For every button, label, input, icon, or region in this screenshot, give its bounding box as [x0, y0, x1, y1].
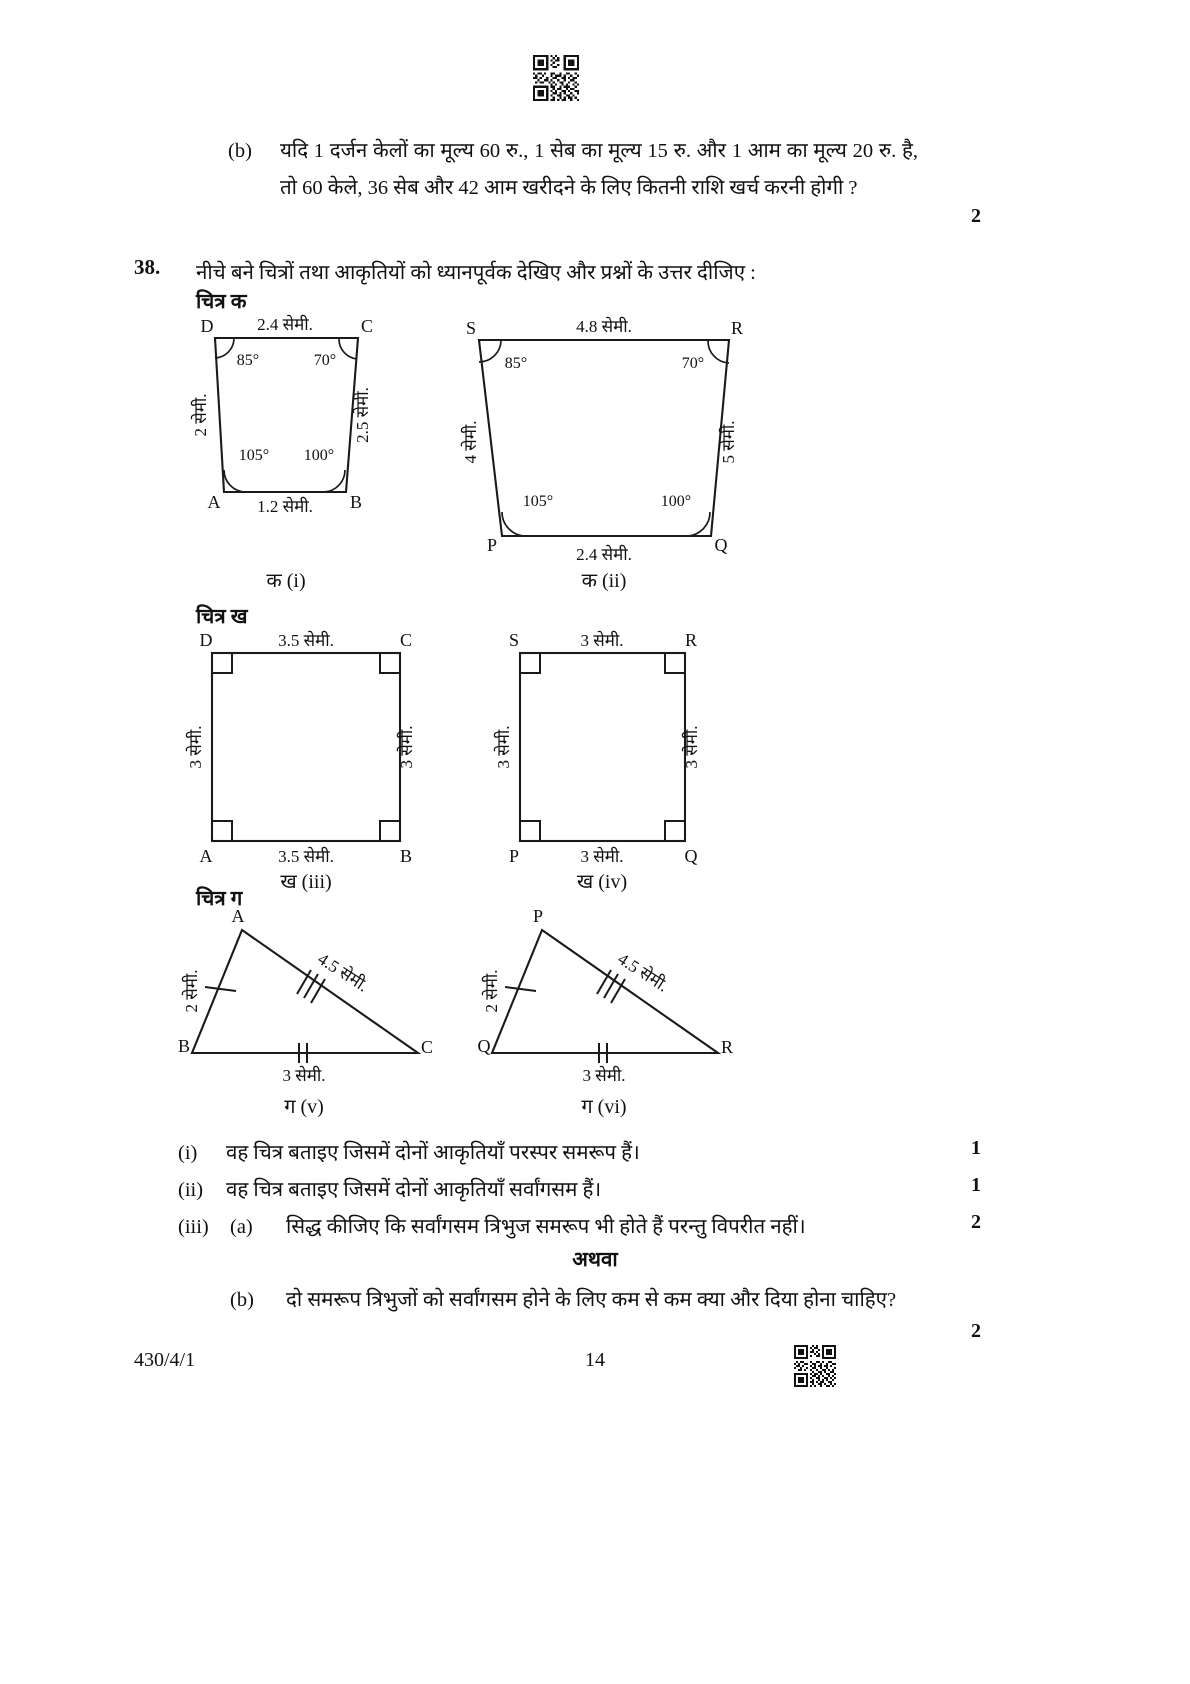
alt-part-text: दो समरूप त्रिभुजों को सर्वांगसम होने के …: [286, 1289, 897, 1311]
dimension-right: 3 सेमी.: [681, 725, 701, 768]
angle-top-right: 70°: [314, 352, 336, 369]
point-label-A: A: [200, 846, 213, 866]
point-label-P: P: [533, 906, 543, 926]
dimension-left: 2 सेमी.: [190, 393, 210, 436]
point-label-P: P: [487, 535, 497, 555]
question-b-tag: (b): [228, 140, 252, 162]
part-roman-i: (i): [178, 1142, 198, 1164]
figure-caption-k-i: क (i): [266, 570, 305, 592]
dimension-right: 3 सेमी.: [396, 725, 416, 768]
point-label-S: S: [509, 630, 519, 650]
figure-caption-kh-iv: ख (iv): [577, 871, 627, 893]
alt-part-marks: 2: [971, 1320, 981, 1342]
dimension-right: 2.5 सेमी.: [352, 387, 372, 443]
figure-group-heading-g: चित्र ग: [196, 888, 243, 910]
point-label-Q: Q: [478, 1036, 491, 1056]
figure-caption-kh-iii: ख (iii): [280, 871, 331, 893]
question-38-part-ii: (ii) वह चित्र बताइए जिसमें दोनों आकृतिया…: [178, 1172, 918, 1208]
point-label-B: B: [178, 1036, 190, 1056]
question-38-stem: नीचे बने चित्रों तथा आकृतियों को ध्यानपू…: [196, 262, 756, 284]
point-label-A: A: [232, 906, 245, 926]
point-label-D: D: [201, 316, 214, 336]
part-text-ii: वह चित्र बताइए जिसमें दोनों आकृतियाँ सर्…: [226, 1179, 602, 1201]
part-roman-iii: (iii): [178, 1216, 209, 1238]
dimension-top: 3.5 सेमी.: [278, 630, 334, 650]
point-label-C: C: [361, 316, 373, 336]
dimension-left: 3 सेमी.: [185, 725, 205, 768]
angle-bottom-right: 100°: [661, 493, 691, 510]
figure-row-triangles: A B C 2 सेमी. 4.5 सेमी. 3 सेमी. ग (v) P …: [178, 905, 780, 1135]
dimension-bottom: 2.4 सेमी.: [576, 544, 632, 564]
question-38-part-i: (i) वह चित्र बताइए जिसमें दोनों आकृतियाँ…: [178, 1135, 918, 1171]
figure-g-v: A B C 2 सेमी. 4.5 सेमी. 3 सेमी. ग (v): [178, 906, 433, 1118]
point-label-R: R: [721, 1037, 733, 1057]
dimension-bottom: 1.2 सेमी.: [257, 496, 313, 516]
figure-group-heading-k: चित्र क: [196, 291, 247, 313]
dimension-bottom: 3 सेमी.: [580, 846, 623, 866]
paper-code: 430/4/1: [134, 1349, 196, 1371]
point-label-B: B: [350, 492, 362, 512]
qr-code-top: [533, 55, 579, 101]
figure-k-i: D C A B 2.4 सेमी. 1.2 सेमी. 2 सेमी. 2.5 …: [190, 314, 373, 592]
angle-bottom-left: 105°: [239, 447, 269, 464]
dimension-right: 5 सेमी.: [718, 420, 738, 463]
alt-part-sub-b: (b): [230, 1289, 254, 1311]
angle-top-right: 70°: [682, 355, 704, 372]
part-marks-i: 1: [971, 1137, 981, 1159]
dimension-base: 3 सेमी.: [582, 1065, 625, 1085]
point-label-C: C: [400, 630, 412, 650]
question-38-alt-part-b: (b) दो समरूप त्रिभुजों को सर्वांगसम होने…: [178, 1282, 918, 1318]
dimension-left: 2 सेमी.: [181, 969, 201, 1012]
point-label-B: B: [400, 846, 412, 866]
part-text-i: वह चित्र बताइए जिसमें दोनों आकृतियाँ परस…: [226, 1142, 640, 1164]
angle-bottom-right: 100°: [304, 447, 334, 464]
point-label-Q: Q: [715, 535, 728, 555]
dimension-base: 3 सेमी.: [282, 1065, 325, 1085]
dimension-top: 3 सेमी.: [580, 630, 623, 650]
point-label-S: S: [466, 318, 476, 338]
angle-top-left: 85°: [237, 352, 259, 369]
dimension-left: 3 सेमी.: [493, 725, 513, 768]
figure-group-heading-kh: चित्र ख: [196, 606, 248, 628]
point-label-A: A: [208, 492, 221, 512]
part-roman-ii: (ii): [178, 1179, 204, 1201]
figure-g-vi: P Q R 2 सेमी. 4.5 सेमी. 3 सेमी. ग (vi): [478, 906, 734, 1118]
point-label-C: C: [421, 1037, 433, 1057]
figure-row-squares: D C A B 3.5 सेमी. 3.5 सेमी. 3 सेमी. 3 से…: [180, 624, 780, 893]
figure-caption-g-v: ग (v): [284, 1096, 324, 1118]
question-38-number: 38.: [134, 255, 161, 279]
figure-kh-iv: S R P Q 3 सेमी. 3 सेमी. 3 सेमी. 3 सेमी. …: [493, 630, 701, 893]
dimension-left: 4 सेमी.: [460, 420, 480, 463]
figure-row-trapeziums: D C A B 2.4 सेमी. 1.2 सेमी. 2 सेमी. 2.5 …: [180, 312, 780, 597]
point-label-P: P: [509, 846, 519, 866]
figure-caption-k-ii: क (ii): [582, 570, 627, 592]
question-b-text: यदि 1 दर्जन केलों का मूल्य 60 रु., 1 सेब…: [280, 140, 918, 199]
question-b-marks: 2: [971, 205, 981, 227]
dimension-top: 2.4 सेमी.: [257, 314, 313, 334]
part-marks-ii: 1: [971, 1174, 981, 1196]
dimension-hypotenuse: 4.5 सेमी.: [614, 948, 672, 995]
dimension-hypotenuse: 4.5 सेमी.: [314, 948, 372, 995]
point-label-R: R: [731, 318, 743, 338]
qr-code-bottom: [794, 1345, 836, 1387]
figure-kh-iii: D C A B 3.5 सेमी. 3.5 सेमी. 3 सेमी. 3 से…: [185, 630, 416, 893]
part-text-iii: सिद्ध कीजिए कि सर्वांगसम त्रिभुज समरूप भ…: [286, 1216, 806, 1238]
question-38-part-iii: (iii) (a) सिद्ध कीजिए कि सर्वांगसम त्रिभ…: [178, 1209, 938, 1245]
part-sub-a: (a): [230, 1216, 253, 1238]
angle-bottom-left: 105°: [523, 493, 553, 510]
point-label-Q: Q: [685, 846, 698, 866]
figure-k-ii: S R P Q 4.8 सेमी. 2.4 सेमी. 4 सेमी. 5 से…: [460, 316, 743, 592]
point-label-D: D: [200, 630, 213, 650]
page-number: 14: [585, 1349, 605, 1371]
part-marks-iii: 2: [971, 1211, 981, 1233]
dimension-top: 4.8 सेमी.: [576, 316, 632, 336]
dimension-left: 2 सेमी.: [481, 969, 501, 1012]
dimension-bottom: 3.5 सेमी.: [278, 846, 334, 866]
figure-caption-g-vi: ग (vi): [581, 1096, 626, 1118]
point-label-R: R: [685, 630, 697, 650]
angle-top-left: 85°: [505, 355, 527, 372]
question-b-block: (b) यदि 1 दर्जन केलों का मूल्य 60 रु., 1…: [228, 133, 918, 207]
or-label: अथवा: [572, 1249, 618, 1271]
